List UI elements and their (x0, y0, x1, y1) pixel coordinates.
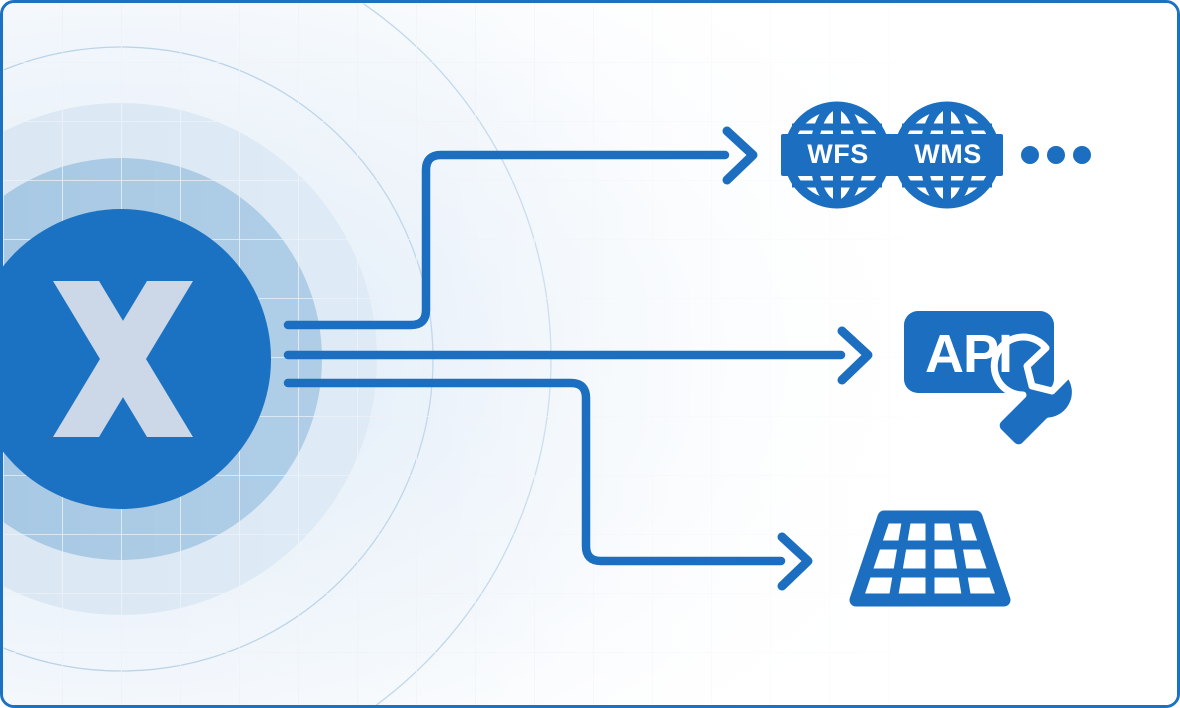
ellipsis-icon (1021, 146, 1091, 164)
wrench-icon (990, 333, 1079, 452)
wfs-globe-icon[interactable] (781, 101, 893, 209)
wms-globe-icon[interactable] (891, 101, 1003, 209)
arrowhead-top (722, 126, 758, 185)
arrowhead-middle (837, 326, 873, 385)
diagram-graphics (3, 3, 1177, 705)
logo-x-mark (53, 281, 193, 437)
perspective-grid-icon[interactable] (849, 510, 1011, 607)
connector-bottom (283, 378, 786, 566)
arrowhead-bottom (777, 532, 813, 591)
connector-top (283, 150, 730, 330)
